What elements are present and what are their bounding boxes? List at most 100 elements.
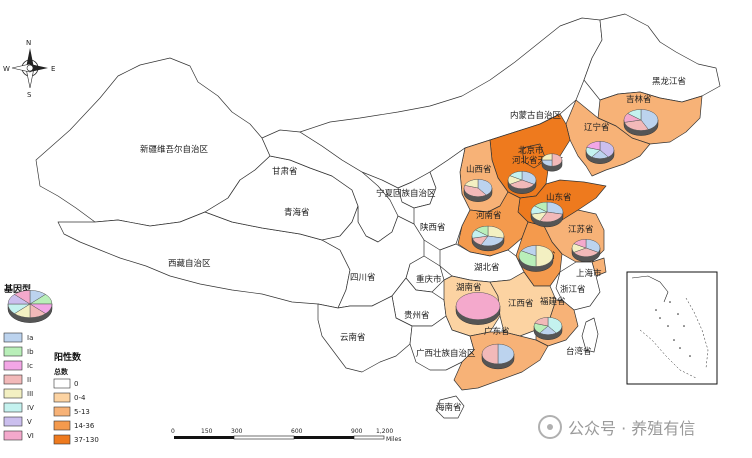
positive-swatch — [53, 378, 71, 389]
genotype-label: V — [27, 418, 32, 426]
province-heilongjiang — [583, 13, 721, 103]
label-chongqing: 重庆市 — [416, 274, 442, 285]
label-xizang: 西藏自治区 — [168, 258, 211, 269]
genotype-swatch — [3, 374, 23, 385]
pie-jiangsu — [571, 239, 601, 262]
label-shaanxi: 陕西省 — [420, 222, 446, 233]
positive-label: 14-36 — [74, 422, 95, 430]
pie-shanxi-slice — [477, 179, 493, 196]
pie-henan-slice — [487, 225, 505, 239]
label-guangdong: 广东省 — [484, 326, 510, 337]
scale-tick-label: 1,200 — [376, 428, 393, 435]
scale-tick-label: 150 — [201, 428, 213, 435]
genotype-swatch — [3, 416, 23, 427]
pie-beijing — [541, 153, 563, 172]
genotype-label: Ic — [27, 362, 33, 370]
genotype-swatch — [3, 402, 23, 413]
label-jiangsu: 江苏省 — [568, 224, 594, 235]
label-tianjin: 河北省天津市 — [512, 155, 564, 166]
label-taiwan: 台湾省 — [566, 346, 592, 357]
label-hainan: 海南省 — [436, 402, 462, 413]
genotype-swatch — [3, 388, 23, 399]
pie-hebei-slice — [509, 171, 523, 181]
positive-label: 0-4 — [74, 394, 86, 402]
pie-henan-slice — [480, 235, 504, 247]
compass-rose: N S W E — [3, 39, 55, 99]
genotype-pie-charts — [455, 109, 659, 370]
pie-guangdong-slice — [497, 343, 515, 365]
label-liaoning: 辽宁省 — [584, 122, 610, 133]
pie-shanxi — [463, 179, 493, 202]
genotype-swatch — [3, 360, 23, 371]
positive-label: 0 — [74, 380, 78, 388]
pie-shanxi-slice — [464, 179, 479, 189]
genotype-label: IV — [27, 404, 34, 412]
compass-w: W — [3, 65, 10, 73]
label-neimenggu: 内蒙古自治区 — [510, 110, 562, 121]
wechat-logo-icon — [538, 415, 562, 439]
pie-jilin-slice — [624, 119, 649, 131]
positive-swatch — [53, 392, 71, 403]
pie-jilin-slice — [640, 109, 659, 130]
pie-beijing-slice — [541, 153, 553, 161]
pie-beijing-slice — [551, 153, 563, 167]
genotype-label: Ib — [27, 348, 34, 356]
genotype-label: Ia — [27, 334, 33, 342]
legend-pie-chart-slice — [13, 290, 31, 305]
label-qinghai: 青海省 — [284, 207, 310, 218]
label-shanxi: 山西省 — [466, 164, 492, 175]
label-hunan: 湖南省 — [456, 282, 482, 293]
pie-anhui-slice — [520, 245, 537, 257]
pie-hebei — [507, 171, 537, 194]
pie-jilin — [623, 109, 659, 136]
pie-guangdong — [481, 343, 515, 370]
pie-fujian-slice — [534, 317, 549, 327]
label-jilin: 吉林省 — [626, 94, 652, 105]
pie-hunan — [455, 292, 501, 325]
pie-shandong — [530, 201, 564, 228]
scale-unit: Miles — [386, 436, 401, 443]
label-fujian: 福建省 — [540, 296, 566, 307]
pie-henan — [471, 225, 505, 252]
label-xinjiang: 新疆维吾尔自治区 — [140, 144, 209, 155]
genotype-swatch — [3, 346, 23, 357]
province-shapes — [35, 13, 721, 419]
south-china-sea-inset — [626, 271, 718, 385]
genotype-label: II — [27, 376, 31, 384]
positive-swatch — [53, 406, 71, 417]
label-shanghai: 上海市 — [576, 268, 602, 279]
label-yunnan: 云南省 — [340, 332, 366, 343]
pie-liaoning-slice — [586, 141, 601, 151]
watermark: 公众号 · 养殖有信 — [538, 415, 695, 439]
province-beijing — [521, 143, 547, 169]
compass-n: N — [26, 39, 31, 47]
province-hainan — [435, 395, 465, 419]
label-guangxi: 广西壮族自治区 — [416, 348, 476, 359]
pie-hunan-slice — [455, 292, 501, 320]
genotype-label: VI — [27, 432, 34, 440]
label-gansu: 甘肃省 — [272, 166, 298, 177]
genotype-swatch — [3, 430, 23, 441]
legend-pie-chart — [7, 290, 53, 323]
pie-shanxi-slice — [463, 185, 487, 197]
scale-tick-label: 900 — [351, 428, 363, 435]
positive-label: 37-130 — [74, 436, 99, 444]
compass-e: E — [51, 65, 55, 73]
province-labels: 新疆维吾尔自治区 西藏自治区 青海省 甘肃省 内蒙古自治区 宁夏回族自治区 陕西… — [140, 76, 687, 413]
province-neimenggu — [299, 17, 603, 189]
legend-sample-pie — [7, 290, 53, 323]
province-yunnan — [317, 295, 413, 373]
province-taiwan — [581, 317, 599, 353]
pie-jilin-slice — [627, 109, 642, 121]
positive-swatch — [53, 434, 71, 445]
watermark-text: 公众号 · 养殖有信 — [568, 419, 696, 438]
positive-label: 5-13 — [74, 408, 90, 416]
pie-shandong-slice — [546, 201, 564, 215]
pie-hebei-slice — [509, 179, 535, 189]
scale-tick-label: 0 — [171, 428, 175, 435]
pie-liaoning-slice — [599, 141, 615, 158]
positive-legend-title: 阳性数 — [54, 351, 82, 363]
